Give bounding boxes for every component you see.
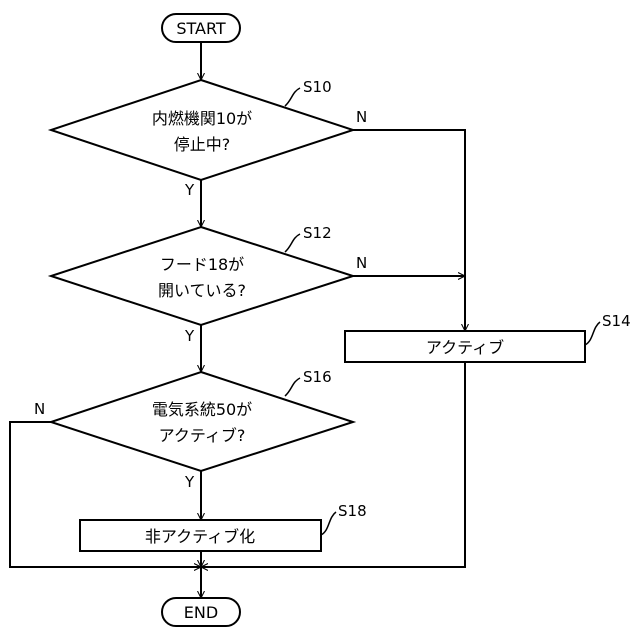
process-s18: 非アクティブ化 S18	[80, 502, 367, 551]
decision-s12: フード18が 開いている? S12	[51, 224, 353, 325]
step-label-s18: S18	[338, 502, 367, 520]
branch-label-yes: Y	[184, 327, 195, 345]
branch-label-no: N	[356, 108, 367, 126]
decision-s10-line2: 停止中?	[174, 135, 231, 154]
step-label-s12: S12	[303, 224, 332, 242]
decision-s16-line1: 電気系統50が	[152, 400, 252, 419]
process-s18-label: 非アクティブ化	[145, 527, 255, 546]
decision-s12-line1: フード18が	[160, 255, 244, 274]
branch-label-yes: Y	[184, 181, 195, 199]
decision-s16: 電気系統50が アクティブ? S16	[51, 368, 353, 471]
step-leader	[285, 234, 300, 252]
decision-s12-line2: 開いている?	[158, 281, 246, 300]
start-label: START	[176, 19, 226, 38]
step-leader	[321, 512, 336, 535]
step-leader	[285, 378, 300, 396]
decision-s16-line2: アクティブ?	[159, 426, 246, 445]
step-label-s10: S10	[303, 78, 332, 96]
arrow-s10-no-to-s14	[353, 130, 465, 331]
start-terminal: START	[162, 14, 240, 42]
branch-label-no: N	[34, 400, 45, 418]
decision-s10-line1: 内燃機関10が	[152, 109, 252, 128]
process-s14-label: アクティブ	[426, 338, 504, 357]
end-label: END	[184, 603, 218, 622]
step-leader	[585, 322, 600, 345]
step-leader	[285, 88, 300, 106]
step-label-s14: S14	[602, 312, 631, 330]
process-s14: アクティブ S14	[345, 312, 631, 362]
decision-s10: 内燃機関10が 停止中? S10	[51, 78, 353, 180]
end-terminal: END	[162, 598, 240, 626]
branch-label-yes: Y	[184, 473, 195, 491]
branch-label-no: N	[356, 254, 367, 272]
step-label-s16: S16	[303, 368, 332, 386]
